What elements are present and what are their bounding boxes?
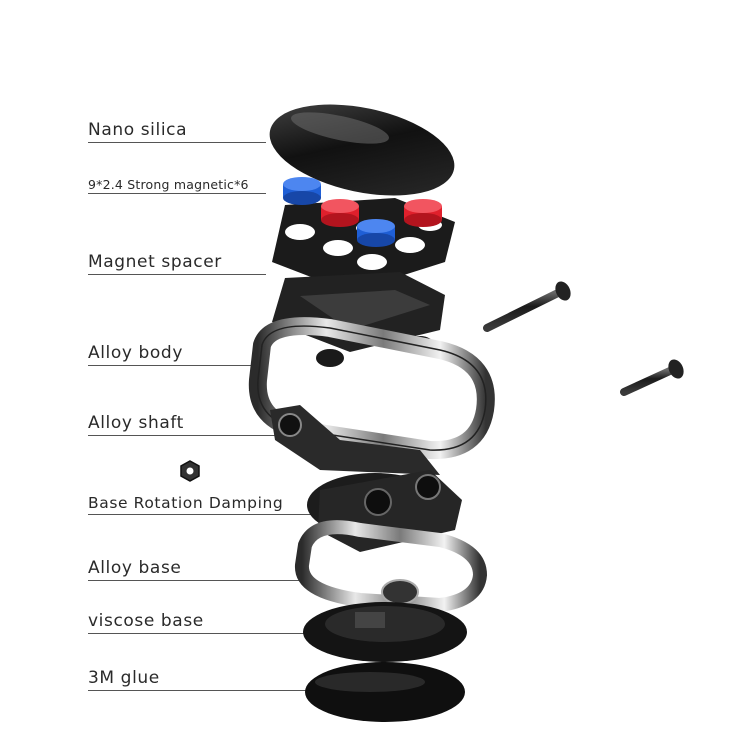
magnet-red-1 [321, 199, 359, 227]
alloy-shaft [270, 405, 440, 475]
magnet-blue-2 [357, 219, 395, 247]
3m-glue-pad [305, 662, 465, 722]
nano-silica-cap [269, 104, 455, 196]
leader-line-alloy-base [88, 580, 306, 581]
strong-magnets [283, 177, 442, 247]
alloy-shaft-pin-1 [483, 281, 571, 332]
alloy-shaft-pin-2 [620, 359, 684, 396]
label-3m-glue: 3M glue [88, 668, 160, 688]
leader-line-alloy-body [88, 365, 266, 366]
label-alloy-base: Alloy base [88, 558, 182, 578]
label-alloy-body: Alloy body [88, 343, 183, 363]
viscose-base [303, 602, 467, 662]
leader-line-magnet-spacer [88, 274, 266, 275]
label-nano-silica: Nano silica [88, 120, 188, 140]
label-alloy-shaft: Alloy shaft [88, 413, 184, 433]
label-strong-magnetic: 9*2.4 Strong magnetic*6 [88, 177, 249, 192]
label-base-rotation-damping: Base Rotation Damping [88, 494, 284, 512]
label-magnet-spacer: Magnet spacer [88, 252, 222, 272]
leader-line-alloy-shaft [88, 435, 276, 436]
leader-line-base-rotation-damping [88, 514, 316, 515]
leader-line-3m-glue [88, 690, 306, 691]
magnet-red-2 [404, 199, 442, 227]
label-viscose-base: viscose base [88, 611, 204, 631]
alloy-base-ring [295, 520, 488, 613]
magnet-blue-1 [283, 177, 321, 205]
leader-line-nano-silica [88, 142, 266, 143]
leader-line-strong-magnetic [88, 193, 266, 194]
hex-nut [180, 460, 200, 482]
leader-line-viscose-base [88, 633, 306, 634]
